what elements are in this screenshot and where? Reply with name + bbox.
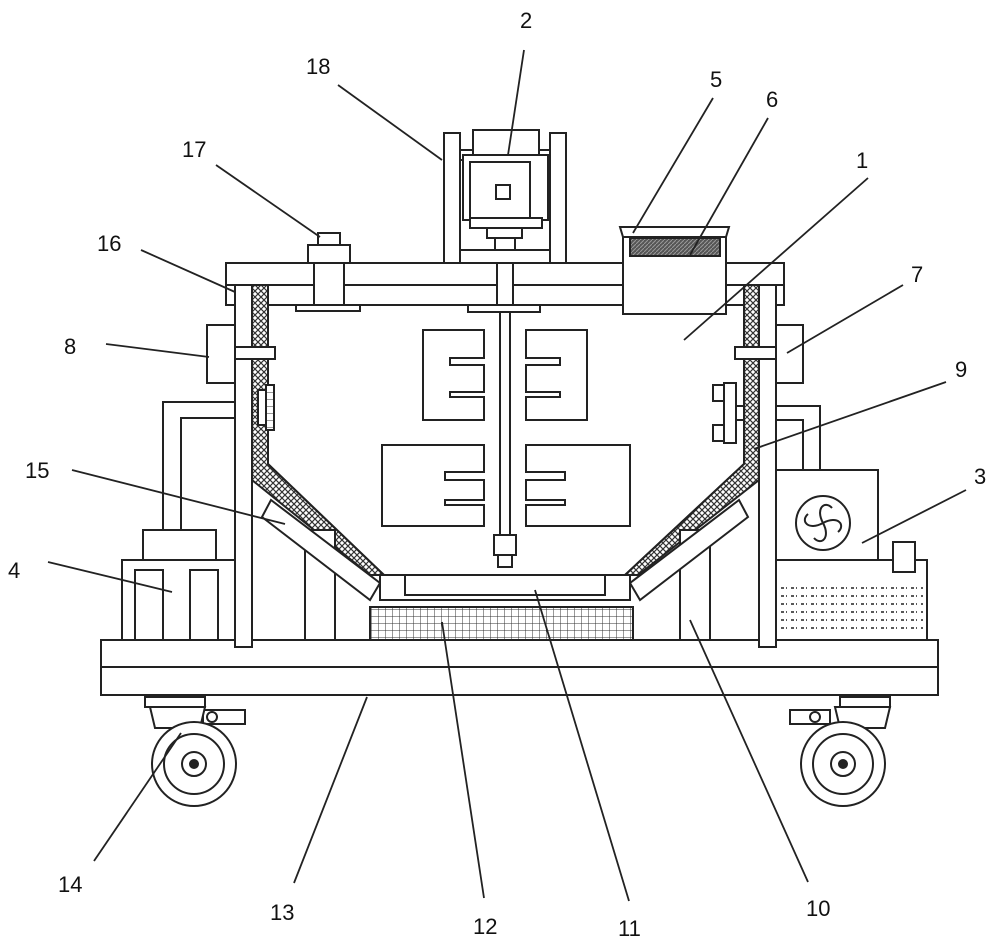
heating-grid — [369, 606, 634, 641]
callout-8: 8 — [64, 334, 76, 359]
callout-15: 15 — [25, 458, 49, 483]
callout-3: 3 — [974, 464, 986, 489]
callout-12: 12 — [473, 914, 497, 939]
control-box — [121, 529, 236, 641]
callout-14: 14 — [58, 872, 82, 897]
callout-18: 18 — [306, 54, 330, 79]
right-bracket — [775, 324, 804, 384]
callout-7: 7 — [911, 262, 923, 287]
callout-17: 17 — [182, 137, 206, 162]
motor — [462, 129, 549, 251]
callout-5: 5 — [710, 67, 722, 92]
callout-1: 1 — [856, 148, 868, 173]
callout-10: 10 — [806, 896, 830, 921]
left-caster-wheel — [144, 696, 246, 807]
valve — [295, 232, 361, 312]
callout-6: 6 — [766, 87, 778, 112]
callout-9: 9 — [955, 357, 967, 382]
callout-16: 16 — [97, 231, 121, 256]
right-outer-post — [758, 284, 777, 648]
callout-11: 11 — [618, 916, 641, 941]
right-caster-wheel — [789, 696, 892, 807]
callout-13: 13 — [270, 900, 294, 925]
callout-4: 4 — [8, 558, 20, 583]
left-outer-post — [234, 284, 253, 648]
callout-2: 2 — [520, 8, 532, 33]
left-bracket — [206, 324, 236, 384]
leader-lines — [47, 49, 967, 902]
water-tank — [775, 469, 928, 641]
